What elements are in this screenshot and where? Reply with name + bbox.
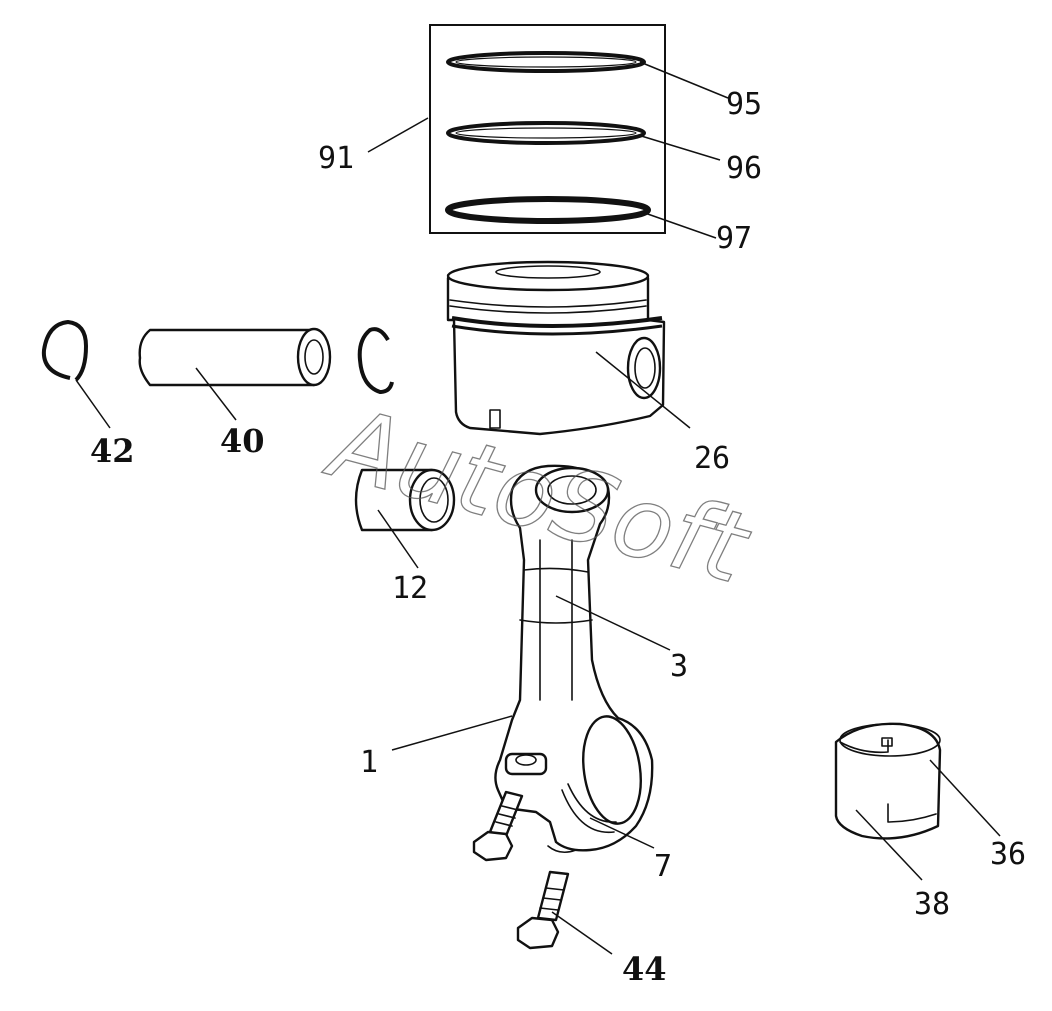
small-end-bushing bbox=[354, 468, 456, 532]
top-compression-ring bbox=[446, 51, 646, 73]
rod-cap-bolt bbox=[472, 790, 524, 862]
callout-44: 44 bbox=[622, 950, 667, 988]
callout-1: 1 bbox=[360, 745, 378, 780]
oil-control-ring bbox=[445, 196, 651, 224]
big-end-bearing bbox=[834, 722, 942, 840]
callout-36: 36 bbox=[990, 837, 1026, 872]
snap-ring-left bbox=[41, 319, 89, 382]
callout-97: 97 bbox=[716, 221, 752, 256]
callout-42: 42 bbox=[90, 432, 135, 470]
callout-labels: 95 96 97 91 42 40 26 12 3 1 7 36 38 44 bbox=[90, 87, 1026, 988]
callout-95: 95 bbox=[726, 87, 762, 122]
piston bbox=[446, 260, 666, 436]
second-compression-ring bbox=[446, 121, 646, 145]
callout-96: 96 bbox=[726, 151, 762, 186]
snap-ring-right bbox=[357, 327, 394, 395]
callout-38: 38 bbox=[914, 887, 950, 922]
callout-3: 3 bbox=[670, 649, 688, 684]
callout-91: 91 bbox=[318, 141, 354, 176]
callout-12: 12 bbox=[392, 571, 428, 606]
callout-26: 26 bbox=[694, 441, 730, 476]
leader-lines bbox=[75, 61, 1001, 955]
piston-pin bbox=[138, 327, 332, 387]
piston-ring-set bbox=[429, 24, 666, 234]
connecting-rod-bolt bbox=[516, 870, 570, 950]
callout-40: 40 bbox=[220, 422, 265, 460]
callout-7: 7 bbox=[654, 849, 672, 884]
connecting-rod bbox=[494, 464, 654, 854]
